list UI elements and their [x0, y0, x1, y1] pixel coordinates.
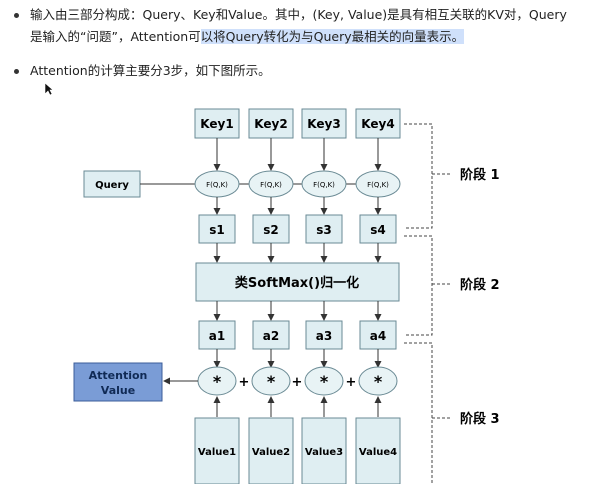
- query-label: Query: [95, 180, 129, 191]
- key-box-2: [248, 108, 294, 139]
- score-label-1: s1: [209, 223, 225, 237]
- stage-2-label: 阶段 2: [460, 277, 500, 293]
- bullet-2-text: Attention的计算主要分3步，如下图所示。: [30, 63, 271, 78]
- value-box-4: [355, 417, 401, 484]
- weight-label-4: a4: [370, 329, 386, 343]
- value-label-3: Value3: [305, 447, 343, 458]
- multiply-symbol-4: *: [374, 372, 383, 391]
- value-row: Value1 Value2 Value3 Value4: [194, 417, 401, 484]
- key-label-3: Key3: [307, 117, 340, 131]
- plus-symbol-3: +: [346, 375, 357, 390]
- attention-value-line-2: Value: [101, 384, 135, 397]
- score-label-3: s3: [316, 223, 332, 237]
- multiply-node-2: [251, 366, 291, 396]
- f-label-1: F(Q,K): [206, 181, 228, 189]
- stage-brackets: [404, 123, 450, 484]
- highlighted-text[interactable]: 以将Query转化为与Query最相关的向量表示。: [200, 29, 465, 44]
- bullet-1-line-2-prefix: 是输入的“问题”，Attention可: [30, 29, 201, 44]
- stage-1-bracket: [404, 123, 433, 229]
- multiply-node-3: [304, 366, 344, 396]
- attention-value-line-1: Attention: [89, 369, 148, 382]
- key-label-4: Key4: [361, 117, 394, 131]
- weight-label-3: a3: [316, 329, 332, 343]
- score-box-2: [252, 214, 290, 244]
- bullet-1-line-2: 是输入的“问题”，Attention可以将Query转化为与Query最相关的向…: [30, 26, 596, 48]
- query-box: [83, 170, 141, 198]
- multiply-node-4: [358, 366, 398, 396]
- mouse-cursor-icon: [44, 82, 54, 96]
- value-label-1: Value1: [198, 447, 236, 458]
- value-label-4: Value4: [359, 447, 397, 458]
- score-row: s1 s2 s3 s4: [198, 214, 397, 244]
- key-label-1: Key1: [200, 117, 233, 131]
- score-label-2: s2: [263, 223, 279, 237]
- weight-row: a1 a2 a3 a4: [198, 320, 397, 350]
- plus-symbol-2: +: [292, 375, 303, 390]
- bullet-dot-icon: [14, 13, 19, 18]
- value-box-3: [301, 417, 347, 484]
- value-label-2: Value2: [252, 447, 290, 458]
- stage-3-label: 阶段 3: [460, 411, 500, 427]
- score-label-4: s4: [370, 223, 386, 237]
- weight-box-1: [198, 320, 236, 350]
- f-label-4: F(Q,K): [367, 181, 389, 189]
- multiply-symbol-2: *: [267, 372, 276, 391]
- stage-2-bracket: [404, 235, 433, 336]
- key-box-1: [194, 108, 240, 139]
- weight-label-1: a1: [209, 329, 225, 343]
- key-label-2: Key2: [254, 117, 287, 131]
- stage-3-bracket: [404, 342, 433, 484]
- weight-label-2: a2: [263, 329, 279, 343]
- softmax-label: 类SoftMax()归一化: [235, 275, 359, 291]
- attention-value-box: [73, 362, 163, 402]
- f-label-2: F(Q,K): [260, 181, 282, 189]
- key-row: Key1 Key2 Key3 Key4: [194, 108, 401, 139]
- f-label-3: F(Q,K): [313, 181, 335, 189]
- multiply-row: * * * * + + +: [197, 366, 398, 396]
- bullet-1-line-1: 输入由三部分构成：Query、Key和Value。其中，(Key, Value)…: [30, 7, 567, 22]
- bullet-item-2: Attention的计算主要分3步，如下图所示。: [8, 60, 596, 82]
- key-box-4: [355, 108, 401, 139]
- stage-1-label: 阶段 1: [460, 167, 500, 183]
- bullet-item-1: 输入由三部分构成：Query、Key和Value。其中，(Key, Value)…: [8, 4, 596, 48]
- bullet-dot-icon: [14, 69, 19, 74]
- value-box-1: [194, 417, 240, 484]
- bullet-list: 输入由三部分构成：Query、Key和Value。其中，(Key, Value)…: [8, 4, 596, 82]
- softmax-box: [195, 262, 400, 302]
- multiply-symbol-3: *: [320, 372, 329, 391]
- multiply-symbol-1: *: [213, 372, 222, 391]
- value-box-2: [248, 417, 294, 484]
- plus-symbol-1: +: [239, 375, 250, 390]
